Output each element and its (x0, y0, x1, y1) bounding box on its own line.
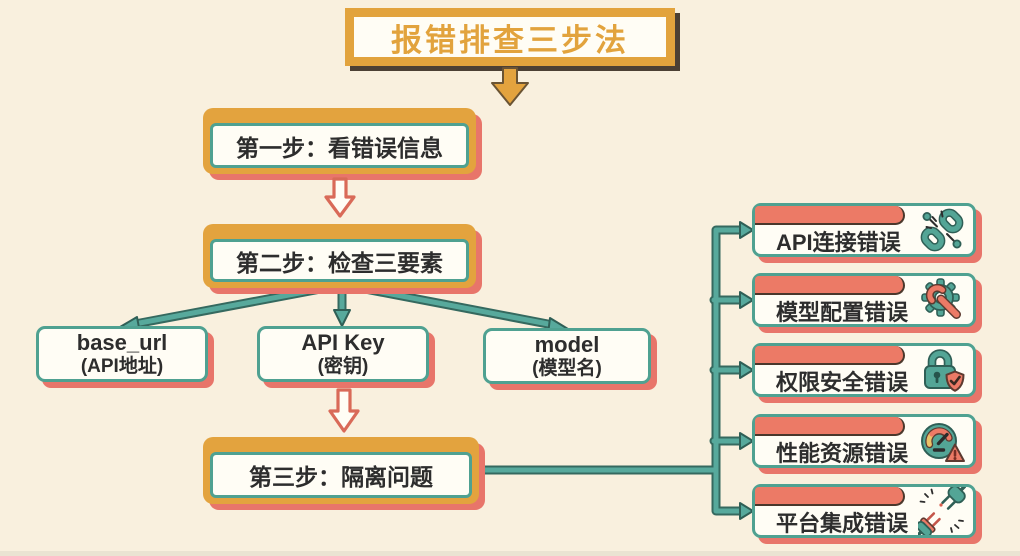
element-name: base_url (76, 330, 168, 356)
title-box: 报错排查三步法 (345, 8, 675, 66)
error-label: 模型配置错误 (776, 300, 909, 325)
down-arrow-outline-icon (328, 388, 360, 433)
down-arrow-orange-icon (491, 67, 529, 106)
error-label: 权限安全错误 (776, 370, 909, 395)
gear-wrench-icon (921, 278, 961, 319)
element-desc: (模型名) (532, 357, 602, 379)
gauge-warning-icon (921, 423, 965, 462)
step-box-2: 第二步：检查三要素 (203, 224, 476, 288)
unplugged-icon (918, 487, 966, 535)
error-box-band (755, 417, 905, 436)
error-label: 性能资源错误 (776, 441, 909, 466)
error-box-performance-resource: 性能资源错误 (752, 414, 976, 468)
error-box-band (755, 346, 905, 365)
element-box-api-key: API Key (密钥) (257, 326, 429, 382)
step-box-3: 第三步：隔离问题 (203, 437, 479, 504)
error-box-platform-integration: 平台集成错误 (752, 484, 976, 538)
down-arrow-outline-icon (324, 177, 356, 218)
broken-link-icon (920, 208, 964, 252)
error-label: 平台集成错误 (776, 511, 909, 536)
error-box-model-config: 模型配置错误 (752, 273, 976, 327)
step-2-label: 第二步：检查三要素 (210, 239, 469, 282)
error-box-api-connection: API连接错误 (752, 203, 976, 257)
step-box-1: 第一步：看错误信息 (203, 108, 476, 174)
error-box-band (755, 487, 905, 506)
element-name: model (534, 332, 600, 358)
error-box-band (755, 206, 905, 225)
element-box-model: model (模型名) (483, 328, 651, 384)
element-desc: (API地址) (80, 355, 164, 377)
error-box-band (755, 276, 905, 295)
error-label: API连接错误 (776, 230, 901, 255)
element-name: API Key (301, 330, 385, 356)
step-3-label: 第三步：隔离问题 (210, 452, 472, 498)
error-box-permission-security: 权限安全错误 (752, 343, 976, 397)
bottom-edge-strip (0, 551, 1020, 556)
element-box-base-url: base_url (API地址) (36, 326, 208, 382)
lock-shield-icon (924, 349, 965, 392)
page-title: 报错排查三步法 (391, 22, 629, 58)
element-desc: (密钥) (317, 355, 369, 377)
step-1-label: 第一步：看错误信息 (210, 123, 469, 168)
